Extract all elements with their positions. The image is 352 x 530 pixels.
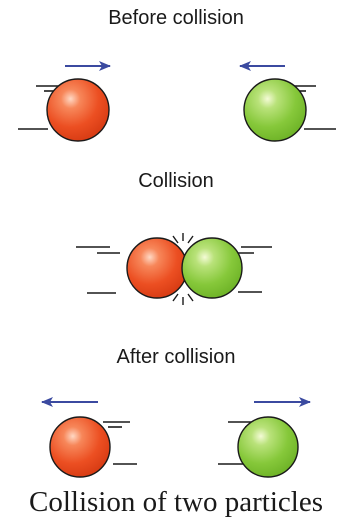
figure-caption: Collision of two particles [29, 486, 323, 518]
before-stage [18, 61, 336, 142]
impact-burst-icon [172, 233, 194, 305]
after-stage [41, 397, 311, 478]
green-particle [243, 78, 307, 142]
motion-lines-icon [76, 246, 120, 294]
collision-label: Collision [138, 170, 214, 192]
before-collision-label: Before collision [108, 7, 244, 29]
green-particle [181, 237, 243, 299]
motion-lines-icon [103, 421, 137, 465]
green-particle [237, 416, 299, 478]
red-particle [49, 416, 111, 478]
red-particle [46, 78, 110, 142]
after-collision-label: After collision [116, 346, 236, 368]
collision-stage [76, 233, 272, 305]
red-particle [126, 237, 188, 299]
